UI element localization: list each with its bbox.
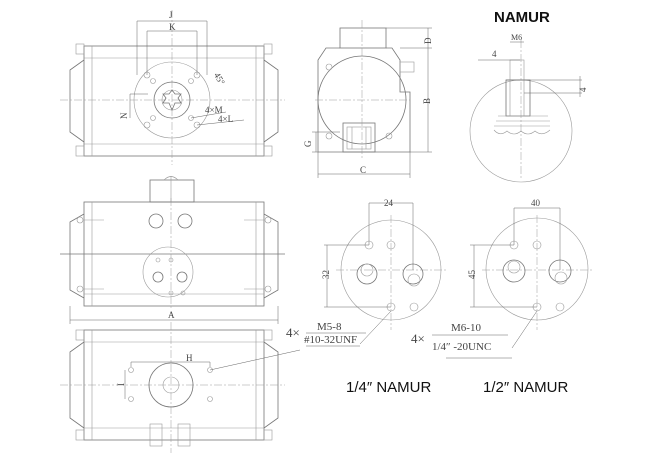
callout-imperial-half: 1/4″ -20UNC	[432, 341, 491, 353]
namur-detail-title: NAMUR	[494, 9, 550, 26]
callout-imperial-quarter: #10-32UNF	[304, 334, 357, 346]
caption-half-namur: 1/2″ NAMUR	[483, 379, 568, 396]
label-m6: M6	[511, 33, 522, 42]
callout-qty-quarter: 4×	[286, 325, 300, 340]
label-c: C	[360, 165, 366, 175]
dim-40: 40	[531, 198, 541, 208]
label-n: N	[119, 112, 129, 119]
callout-qty-half: 4×	[411, 331, 425, 346]
label-j: J	[169, 10, 173, 20]
label-i: I	[116, 383, 126, 386]
side-view: D B G C	[303, 20, 433, 178]
dim-24: 24	[384, 198, 394, 208]
label-45deg: 45°	[212, 71, 227, 87]
label-dim-4-left: 4	[492, 49, 497, 59]
label-a: A	[168, 310, 175, 320]
front-view-top: J K N 45° 4×M 4×L	[60, 10, 285, 165]
callout-metric-quarter: M5-8	[317, 321, 342, 333]
label-4xm: 4×M	[205, 105, 223, 115]
label-b: B	[422, 98, 432, 104]
label-dim-4-right: 4	[578, 87, 588, 92]
label-4xl: 4×L	[218, 114, 233, 124]
callout-metric-half: M6-10	[451, 322, 481, 334]
dim-45: 45	[467, 270, 477, 280]
namur-detail: NAMUR M6 4 4	[469, 9, 588, 183]
namur-half-view: 40 45 4× M6-10 1/4″ -20UNC 1/2″ NAMUR	[411, 198, 592, 396]
bottom-view: H I	[60, 322, 301, 453]
caption-quarter-namur: 1/4″ NAMUR	[346, 379, 431, 396]
label-h: H	[186, 353, 193, 363]
label-d: D	[423, 37, 433, 44]
label-g: G	[303, 140, 313, 147]
dim-32: 32	[321, 270, 331, 279]
front-view-middle: A	[60, 176, 285, 324]
label-k: K	[169, 22, 176, 32]
namur-quarter-view: 24 32 4× M5-8 #10-32UNF 1/4″ NAMUR	[286, 198, 446, 396]
